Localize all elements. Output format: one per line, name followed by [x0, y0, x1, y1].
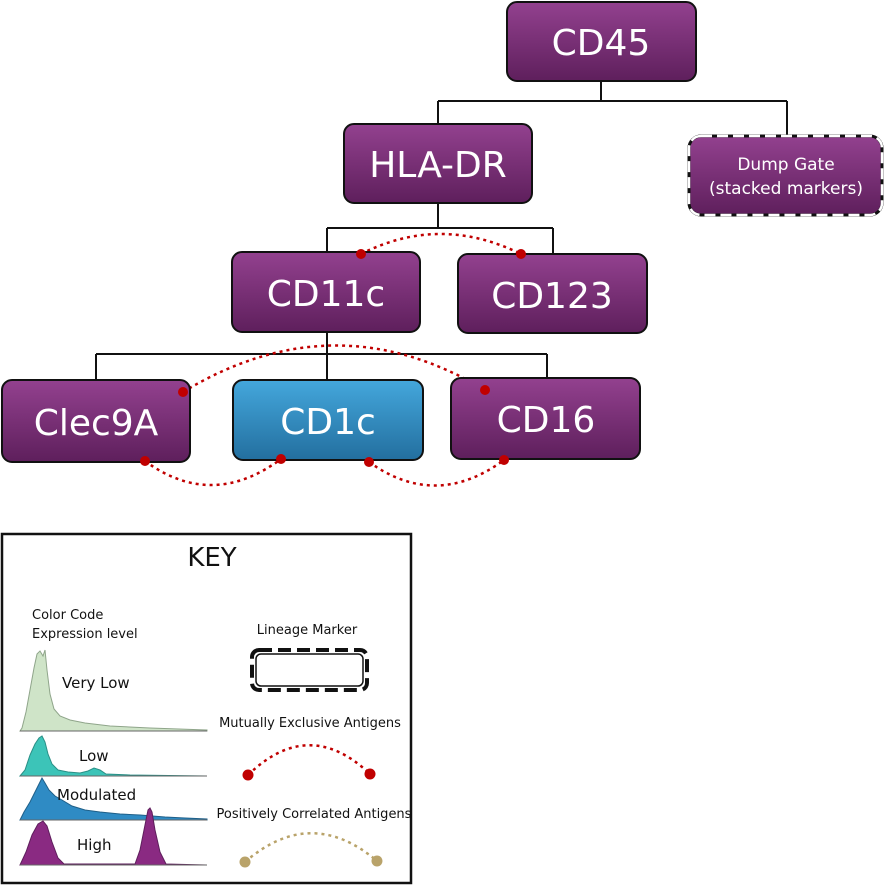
mutually-exclusive-arcs — [144, 232, 522, 487]
node-dump-gate-label-2: (stacked markers) — [709, 179, 863, 199]
mutually-exclusive-symbol — [242, 744, 376, 781]
node-cd45: CD45 — [506, 1, 697, 82]
histogram-low — [18, 735, 208, 777]
lineage-marker-symbol — [250, 648, 369, 692]
positively-correlated-label: Positively Correlated Antigens — [217, 807, 412, 822]
node-hla-dr: HLA-DR — [343, 123, 533, 204]
mutually-exclusive-label: Mutually Exclusive Antigens — [219, 716, 401, 731]
level-low-label: Low — [79, 747, 109, 765]
level-high-label: High — [77, 836, 111, 854]
node-cd11c: CD11c — [231, 251, 421, 333]
mutually-exclusive-dots — [140, 249, 526, 467]
tree-connectors — [95, 80, 788, 380]
node-clec9a-label: Clec9A — [34, 403, 159, 444]
color-code-label-1: Color Code — [32, 608, 103, 623]
node-cd45-label: CD45 — [552, 23, 651, 64]
key-title: KEY — [187, 543, 236, 573]
node-cd123: CD123 — [457, 253, 648, 334]
node-cd16-label: CD16 — [497, 400, 596, 441]
histogram-modulated — [19, 776, 208, 821]
node-cd123-label: CD123 — [491, 276, 613, 317]
level-modulated-label: Modulated — [57, 786, 136, 804]
node-dump-gate-label-1: Dump Gate — [737, 155, 834, 175]
lineage-marker-label: Lineage Marker — [257, 623, 358, 638]
node-dump-gate: Dump Gate (stacked markers) — [687, 134, 884, 217]
node-clec9a: Clec9A — [1, 379, 191, 463]
node-cd1c-label: CD1c — [280, 402, 376, 443]
node-hla-dr-label: HLA-DR — [369, 145, 507, 186]
node-cd1c: CD1c — [232, 379, 424, 461]
histogram-high — [19, 807, 208, 866]
level-very-low-label: Very Low — [62, 674, 130, 692]
node-cd16: CD16 — [450, 377, 641, 460]
color-code-label-2: Expression level — [32, 627, 138, 642]
positively-correlated-symbol — [239, 832, 383, 868]
histogram-very-low — [19, 649, 208, 732]
node-cd11c-label: CD11c — [267, 274, 385, 315]
key-panel: KEY Color Code Expression level Very Low… — [0, 532, 413, 885]
